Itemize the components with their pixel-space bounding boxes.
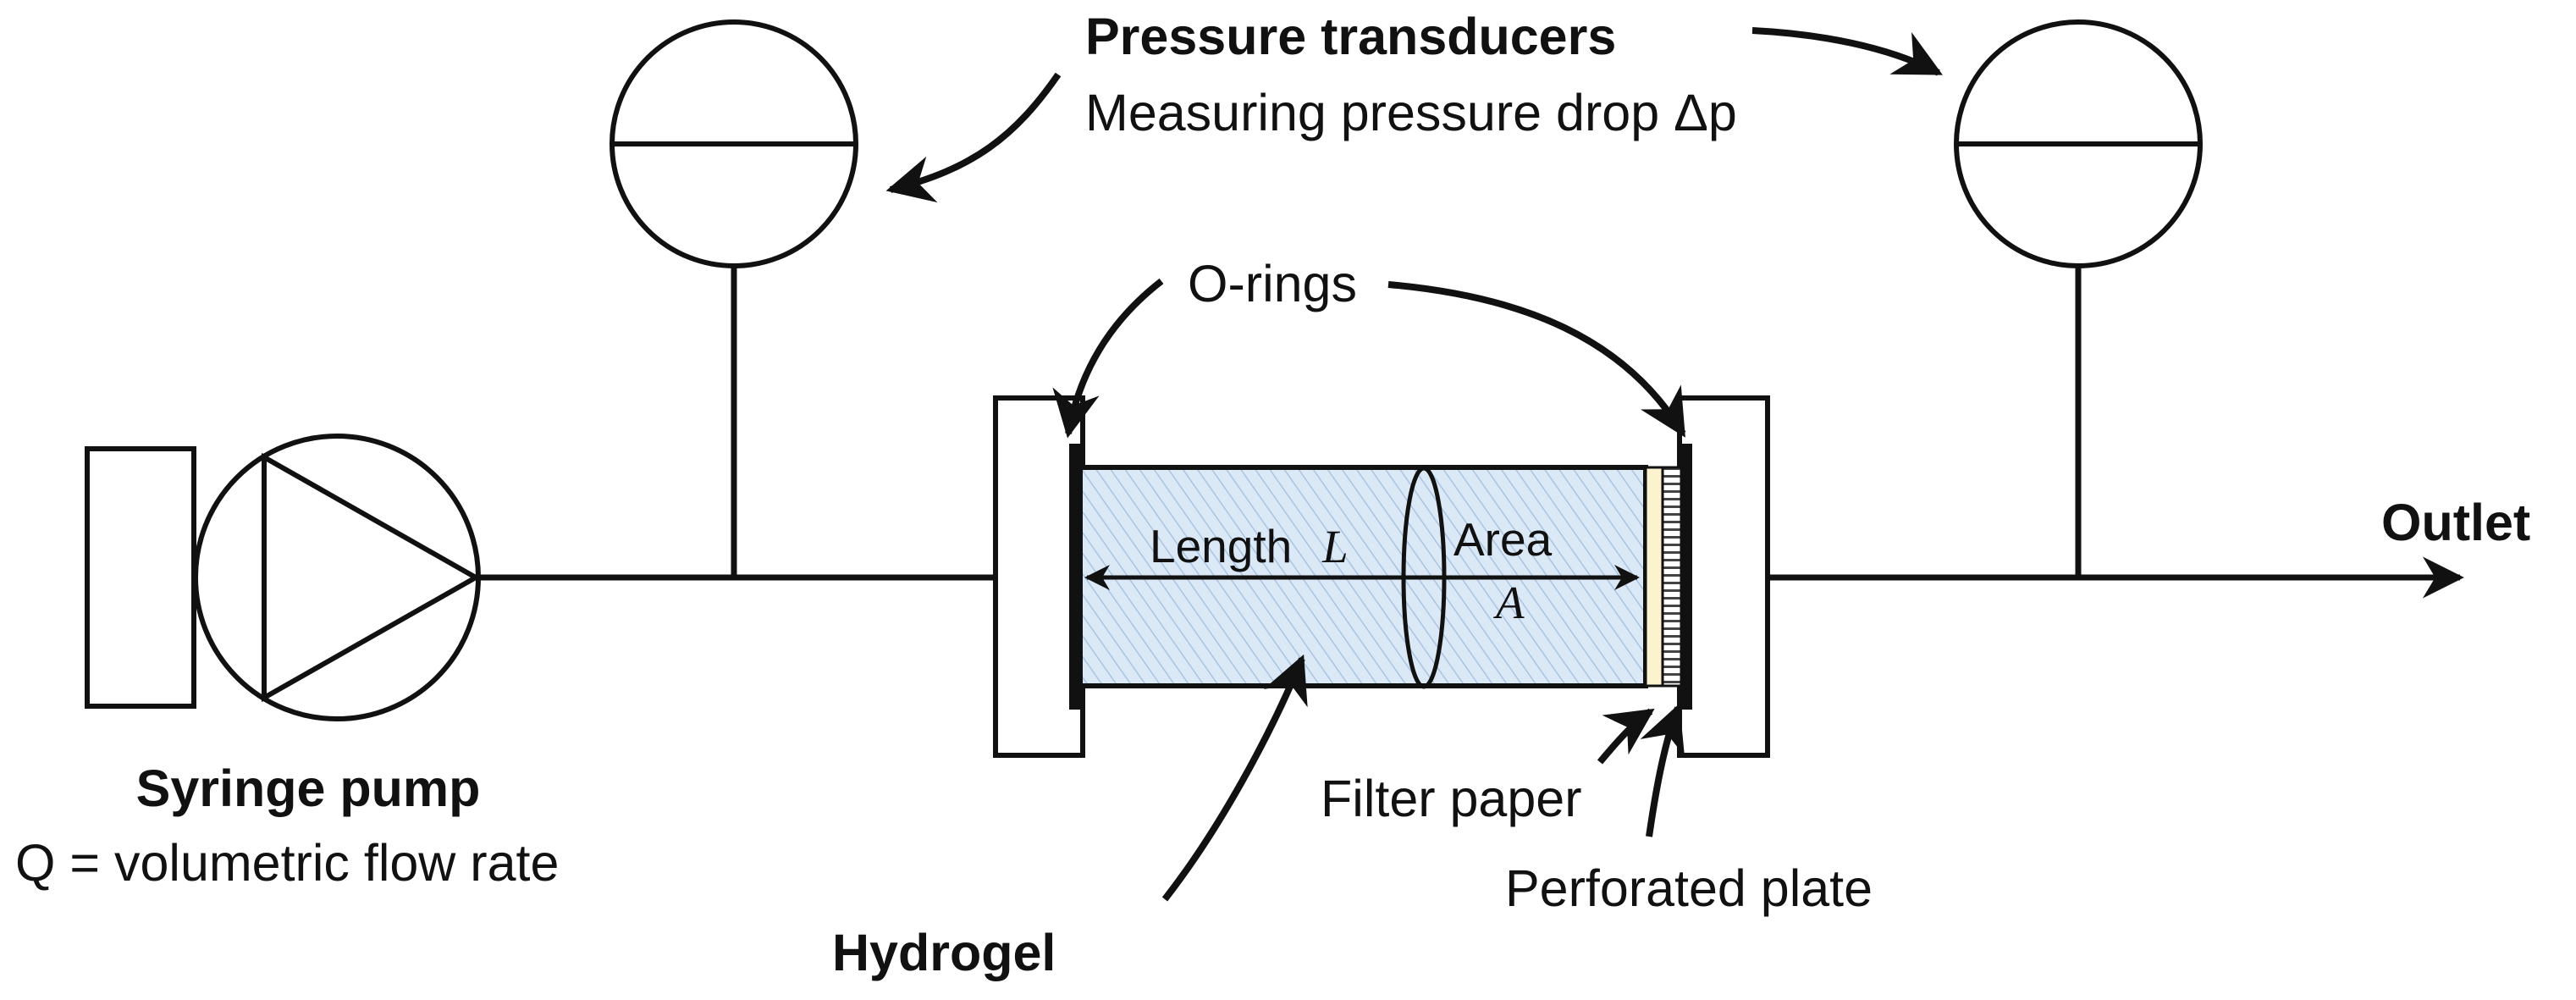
- area-label: Area: [1453, 513, 1553, 566]
- syringe-pump: [85, 434, 482, 721]
- o-ring-arrow-right: [1387, 281, 1686, 438]
- hydrogel-arrow: [1161, 654, 1308, 902]
- pressure-transducers-subtitle: Measuring pressure drop Δp: [1085, 84, 1737, 141]
- filter-paper: [1644, 466, 1664, 688]
- syringe-pump-subtitle: Q = volumetric flow rate: [15, 834, 559, 892]
- length-symbol: L: [1321, 521, 1349, 572]
- right-flange: [1677, 395, 1770, 758]
- length-label: Length: [1150, 520, 1292, 572]
- perforated-plate-arrow: [1640, 703, 1685, 837]
- pump-direction-icon: [262, 452, 482, 703]
- pressure-arrow-left: [885, 72, 1062, 203]
- syringe-pump-body: [85, 446, 196, 709]
- o-ring-right: [1681, 444, 1692, 710]
- o-rings-label: O-rings: [1188, 255, 1357, 312]
- perforated-plate: [1661, 466, 1683, 688]
- syringe-pump-title: Syringe pump: [136, 760, 481, 817]
- pressure-transducers-title: Pressure transducers: [1085, 8, 1616, 65]
- filter-paper-label: Filter paper: [1321, 770, 1582, 827]
- syringe-pump-motor: [193, 434, 481, 721]
- hydrogel-label: Hydrogel: [832, 924, 1056, 981]
- pressure-transducer-left: [610, 19, 858, 577]
- o-ring-left: [1069, 444, 1080, 710]
- pressure-arrow-right: [1751, 27, 1943, 76]
- o-ring-arrow-left: [1052, 278, 1164, 439]
- area-symbol: A: [1492, 577, 1525, 628]
- perforated-plate-label: Perforated plate: [1505, 859, 1873, 917]
- filter-paper-arrow: [1597, 708, 1655, 765]
- sample-holder: [993, 395, 1770, 758]
- outlet-label: Outlet: [2381, 494, 2530, 551]
- pressure-transducer-right: [1954, 19, 2203, 577]
